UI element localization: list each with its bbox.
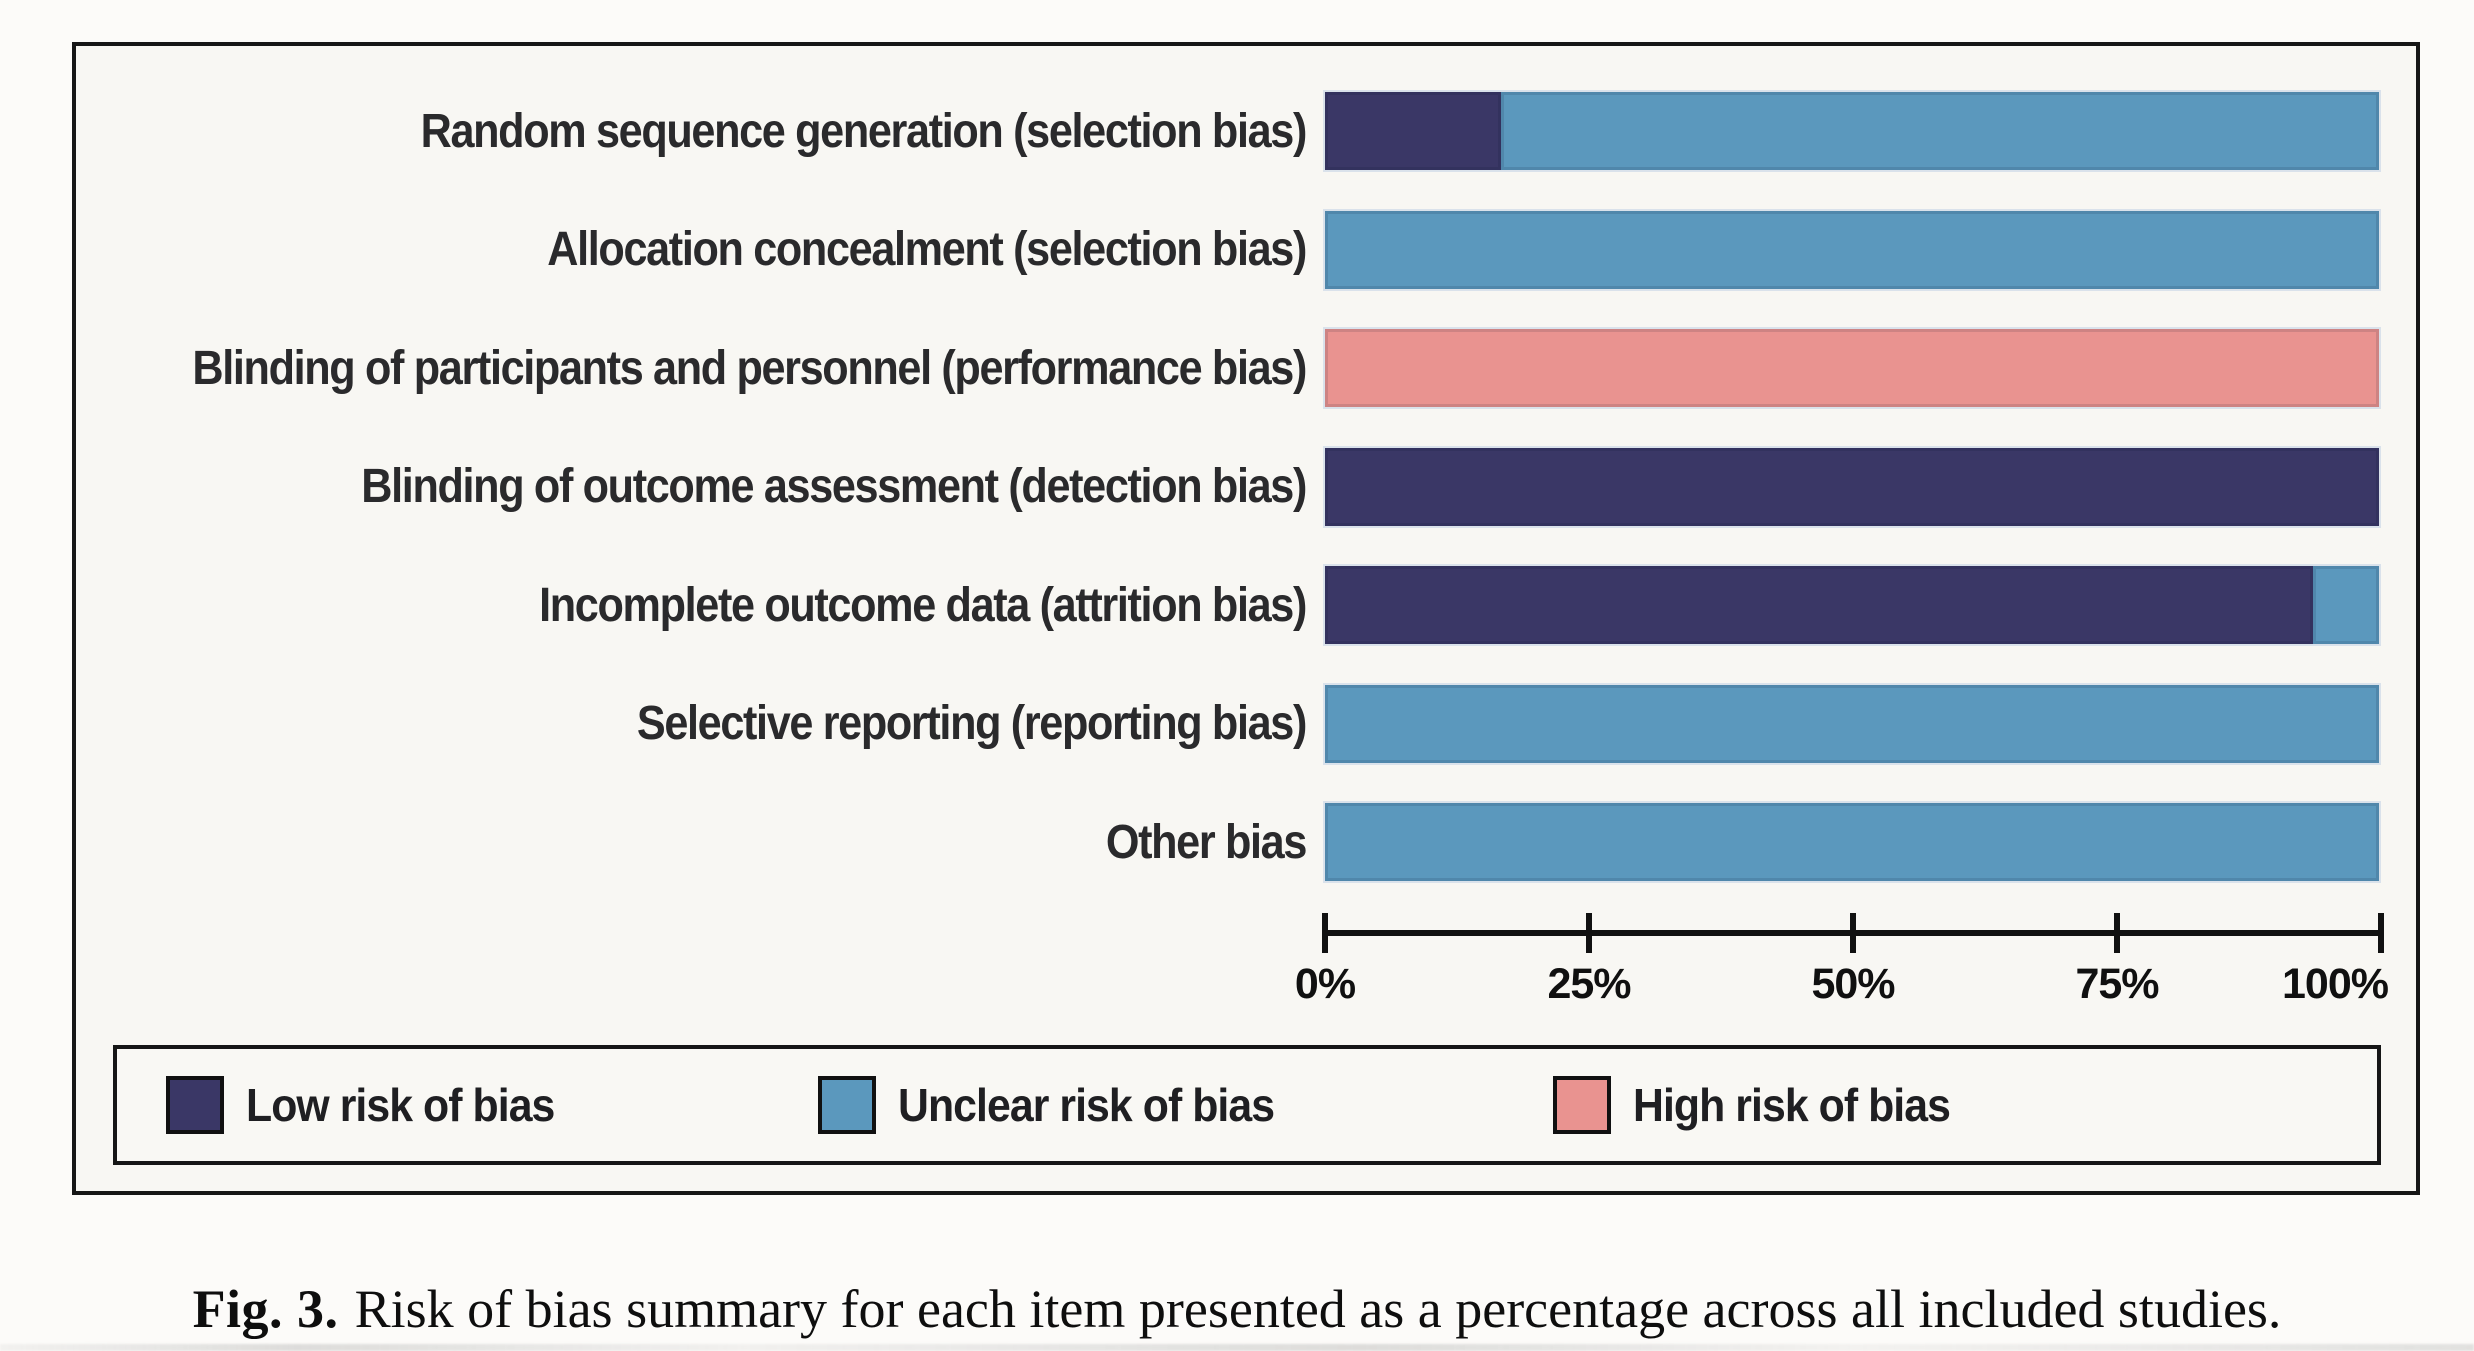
- legend-item: Unclear risk of bias: [818, 1049, 1302, 1161]
- category-label: Incomplete outcome data (attrition bias): [539, 578, 1307, 632]
- axis-tick-label: 0%: [1294, 960, 1356, 1008]
- legend-item: Low risk of bias: [166, 1049, 578, 1161]
- stacked-bar: [1325, 684, 2379, 763]
- chart-row: Blinding of participants and personnel (…: [76, 329, 2416, 407]
- axis-tick-label: 25%: [1547, 960, 1631, 1008]
- chart-area: Random sequence generation (selection bi…: [76, 92, 2416, 881]
- legend-swatch-low: [166, 1076, 224, 1134]
- category-label: Random sequence generation (selection bi…: [420, 104, 1308, 158]
- bar-segment-low: [1325, 566, 2313, 644]
- stacked-bar: [1325, 803, 2379, 881]
- axis-tick-label: 100%: [2282, 960, 2389, 1008]
- figure-frame: Random sequence generation (selection bi…: [72, 42, 2420, 1195]
- axis-tick-mark: [1850, 913, 1856, 953]
- chart-row: Blinding of outcome assessment (detectio…: [76, 447, 2416, 526]
- axis-tick-mark: [1322, 913, 1328, 953]
- chart-row: Other bias: [76, 803, 2416, 881]
- chart-row: Random sequence generation (selection bi…: [76, 92, 2416, 170]
- stacked-bar: [1325, 210, 2379, 289]
- legend-swatch-unclear: [818, 1076, 876, 1134]
- axis-tick-mark: [2114, 913, 2120, 953]
- category-label: Other bias: [1105, 815, 1308, 869]
- category-label: Blinding of participants and personnel (…: [192, 341, 1307, 395]
- figure-caption: Fig. 3.Risk of bias summary for each ite…: [0, 1278, 2474, 1340]
- legend: Low risk of bias Unclear risk of bias Hi…: [113, 1045, 2381, 1165]
- bar-segment-unclear: [1325, 210, 2379, 289]
- axis-tick-label: 50%: [1811, 960, 1895, 1008]
- legend-item-label: Unclear risk of bias: [898, 1079, 1275, 1131]
- bar-segment-low: [1325, 447, 2379, 526]
- figure-caption-text: Risk of bias summary for each item prese…: [354, 1279, 2282, 1339]
- stacked-bar: [1325, 92, 2379, 170]
- bar-segment-unclear: [2312, 566, 2379, 644]
- axis-tick-mark: [1586, 913, 1592, 953]
- legend-swatch-high: [1553, 1076, 1611, 1134]
- chart-row: Allocation concealment (selection bias): [76, 210, 2416, 289]
- chart-row: Selective reporting (reporting bias): [76, 684, 2416, 763]
- legend-item-label: Low risk of bias: [246, 1079, 555, 1131]
- axis-tick-label: 75%: [2075, 960, 2159, 1008]
- scan-artifact: [0, 1344, 2474, 1351]
- category-label: Allocation concealment (selection bias): [547, 223, 1307, 276]
- legend-item: High risk of bias: [1553, 1049, 1974, 1161]
- axis-tick-mark: [2378, 913, 2384, 953]
- stacked-bar: [1325, 329, 2379, 407]
- bar-segment-high: [1325, 329, 2379, 407]
- bar-segment-low: [1325, 92, 1502, 170]
- stacked-bar: [1325, 566, 2379, 644]
- category-label: Blinding of outcome assessment (detectio…: [361, 460, 1307, 513]
- bar-segment-unclear: [1501, 92, 2379, 170]
- bar-segment-unclear: [1325, 684, 2379, 763]
- figure-caption-label: Fig. 3.: [192, 1279, 339, 1339]
- chart-row: Incomplete outcome data (attrition bias): [76, 566, 2416, 644]
- legend-item-label: High risk of bias: [1633, 1079, 1951, 1131]
- category-label: Selective reporting (reporting bias): [636, 697, 1307, 750]
- stacked-bar: [1325, 447, 2379, 526]
- bar-segment-unclear: [1325, 803, 2379, 881]
